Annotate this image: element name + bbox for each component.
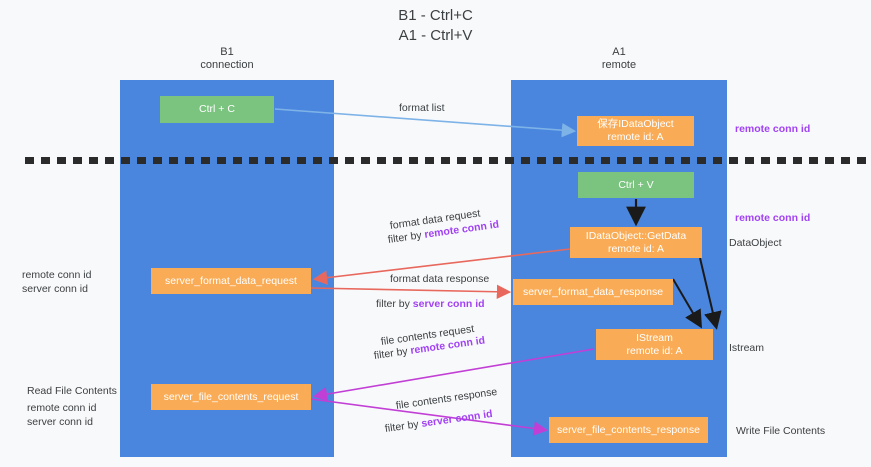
node-server-format-data-response[interactable]: server_format_data_response (513, 279, 673, 305)
node-ctrl-c[interactable]: Ctrl + C (160, 96, 274, 123)
annotation-remote-conn-id-top: remote conn id (735, 123, 811, 135)
annotation-remote-conn-id-left-bottom: remote conn id (27, 402, 97, 414)
node-server-file-contents-response[interactable]: server_file_contents_response (549, 417, 708, 443)
edge-label-format-data-response-filter: filter by server conn id (376, 297, 485, 311)
edge-label-format-data-response: format data response (390, 273, 490, 285)
node-server-format-data-request[interactable]: server_format_data_request (151, 268, 311, 294)
annotation-left-conn-ids-bottom: remote conn id server conn id (27, 401, 96, 429)
annotation-remote-conn-id-mid: remote conn id (735, 212, 811, 224)
node-ctrl-v[interactable]: Ctrl + V (578, 172, 694, 198)
annotation-read-file-contents: Read File Contents (27, 385, 117, 397)
arrow-file-contents-request (312, 348, 595, 402)
annotation-write-file-contents: Write File Contents (736, 425, 826, 437)
column-header-a1: A1 remote (601, 46, 637, 71)
arrow-format-data-request (312, 248, 571, 285)
arrow-file-contents-response (310, 398, 549, 436)
arrow-getdata-down (699, 257, 722, 330)
annotation-dataobject: DataObject (729, 237, 782, 249)
filter-prefix: filter by (376, 298, 413, 310)
annotation-istream: Istream (729, 342, 765, 354)
filter-key-server-conn-id: server conn id (412, 298, 485, 310)
node-idataobject-getdata[interactable]: IDataObject::GetData remote id: A (570, 227, 702, 258)
node-server-file-contents-request[interactable]: server_file_contents_request (151, 384, 311, 410)
annotation-server-conn-id-left-mid: server conn id (22, 283, 88, 295)
annotation-left-conn-ids-mid: remote conn id server conn id (22, 268, 91, 296)
edge-label-format-list: format list (399, 102, 445, 114)
annotation-server-conn-id-left-bottom: server conn id (27, 416, 93, 428)
arrow-format-list (274, 108, 577, 138)
annotation-remote-conn-id-left-mid: remote conn id (22, 269, 92, 281)
arrow-format-data-response (310, 284, 512, 299)
column-header-b1: B1 connection (200, 46, 254, 71)
node-save-idataobject[interactable]: 保存IDataObject remote id: A (577, 116, 694, 146)
node-istream[interactable]: IStream remote id: A (596, 329, 713, 360)
page-title: B1 - Ctrl+C A1 - Ctrl+V (398, 7, 473, 44)
arrow-response-to-istream (672, 278, 703, 329)
